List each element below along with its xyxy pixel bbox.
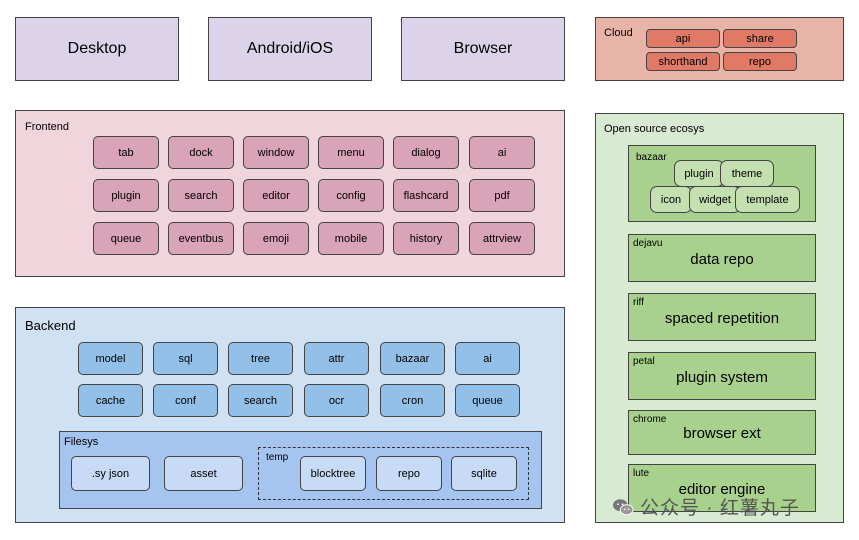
module-desc: data repo [690, 251, 754, 268]
backend-module-attr: attr [304, 342, 369, 375]
frontend-module-plugin: plugin [93, 179, 159, 212]
cloud-item-repo: repo [723, 52, 797, 71]
backend-module-conf: conf [153, 384, 218, 417]
backend-module-search: search [228, 384, 293, 417]
frontend-module-emoji: emoji [243, 222, 309, 255]
frontend-module-attrview: attrview [469, 222, 535, 255]
temp-label: temp [266, 452, 289, 463]
frontend-module-menu: menu [318, 136, 384, 169]
frontend-module-pdf: pdf [469, 179, 535, 212]
backend-module-tree: tree [228, 342, 293, 375]
backend-module-sql: sql [153, 342, 218, 375]
oss-label: Open source ecosys [604, 123, 705, 135]
bazaar-item-widget: widget [689, 186, 741, 213]
module-label: dejavu [633, 238, 663, 249]
frontend-module-window: window [243, 136, 309, 169]
frontend-module-ai: ai [469, 136, 535, 169]
platform-label: Browser [453, 40, 513, 57]
temp-item-sqlite: sqlite [451, 456, 517, 491]
backend-module-cron: cron [380, 384, 445, 417]
frontend-panel: Frontend tab dock window menu dialog ai … [15, 110, 565, 277]
frontend-module-editor: editor [243, 179, 309, 212]
cloud-item-shorthand: shorthand [646, 52, 720, 71]
module-desc: spaced repetition [664, 310, 780, 327]
oss-module-lute: lute editor engine [628, 464, 816, 512]
frontend-module-config: config [318, 179, 384, 212]
bazaar-item-icon: icon [650, 186, 692, 213]
backend-module-ai: ai [455, 342, 520, 375]
frontend-module-dock: dock [168, 136, 234, 169]
temp-item-repo: repo [376, 456, 442, 491]
filesys-label: Filesys [64, 436, 99, 448]
frontend-module-dialog: dialog [393, 136, 459, 169]
bazaar-box: bazaar plugin theme icon widget template [628, 145, 816, 222]
frontend-label: Frontend [25, 121, 70, 133]
module-desc: plugin system [676, 369, 768, 386]
wechat-icon [613, 498, 634, 515]
module-label: chrome [633, 414, 667, 425]
platform-android-ios: Android/iOS [208, 17, 372, 81]
bazaar-item-theme: theme [720, 160, 774, 187]
backend-module-cache: cache [78, 384, 143, 417]
module-label: petal [633, 356, 655, 367]
oss-module-riff: riff spaced repetition [628, 293, 816, 341]
temp-item-blocktree: blocktree [300, 456, 366, 491]
oss-module-petal: petal plugin system [628, 352, 816, 400]
frontend-module-eventbus: eventbus [168, 222, 234, 255]
oss-module-dejavu: dejavu data repo [628, 234, 816, 282]
watermark: 公众号 · 红薯丸子 [612, 493, 800, 520]
filesys-item-asset: asset [164, 456, 243, 491]
bazaar-label: bazaar [636, 152, 667, 163]
backend-module-queue: queue [455, 384, 520, 417]
backend-module-bazaar: bazaar [380, 342, 445, 375]
oss-panel: Open source ecosys bazaar plugin theme i… [595, 113, 844, 523]
temp-group: temp blocktree repo sqlite [258, 447, 529, 500]
platform-label: Desktop [67, 40, 127, 57]
frontend-module-queue: queue [93, 222, 159, 255]
backend-module-model: model [78, 342, 143, 375]
platform-browser: Browser [401, 17, 565, 81]
module-label: riff [633, 297, 644, 308]
bazaar-item-plugin: plugin [674, 160, 724, 187]
cloud-item-share: share [723, 29, 797, 48]
module-desc: browser ext [683, 425, 761, 442]
module-label: lute [633, 468, 650, 479]
watermark-text: 公众号 · 红薯丸子 [640, 498, 800, 519]
module-desc: editor engine [678, 481, 766, 498]
cloud-panel: Cloud api share shorthand repo [595, 17, 844, 81]
frontend-module-history: history [393, 222, 459, 255]
cloud-item-api: api [646, 29, 720, 48]
frontend-module-flashcard: flashcard [393, 179, 459, 212]
backend-panel: Backend model sql tree attr bazaar ai ca… [15, 307, 565, 523]
oss-module-chrome: chrome browser ext [628, 410, 816, 455]
platform-label: Android/iOS [246, 40, 334, 57]
backend-module-ocr: ocr [304, 384, 369, 417]
frontend-module-search: search [168, 179, 234, 212]
filesys-panel: Filesys .sy json asset temp blocktree re… [59, 431, 542, 509]
cloud-label: Cloud [604, 27, 633, 39]
frontend-module-mobile: mobile [318, 222, 384, 255]
platform-desktop: Desktop [15, 17, 179, 81]
filesys-item-sy-json: .sy json [71, 456, 150, 491]
bazaar-item-template: template [735, 186, 800, 213]
backend-label: Backend [25, 318, 76, 333]
frontend-module-tab: tab [93, 136, 159, 169]
